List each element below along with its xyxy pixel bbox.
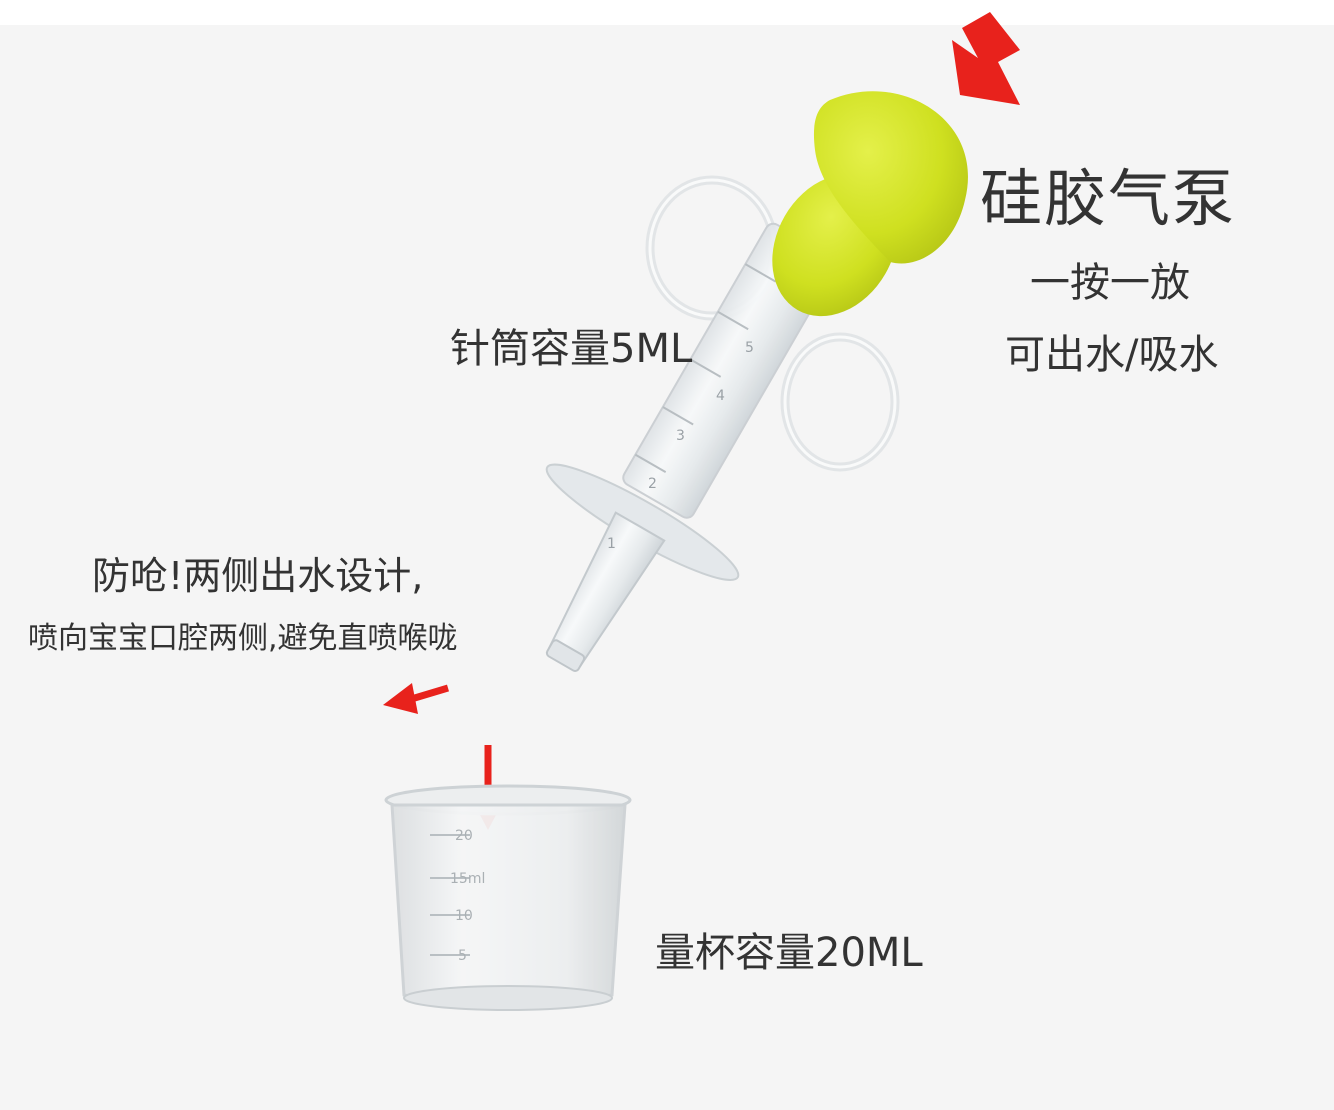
syringe-scale-5: 5 <box>745 340 754 356</box>
anti-choke-description: 喷向宝宝口腔两侧,避免直喷喉咙 <box>28 621 458 656</box>
side-spray-arrow-icon <box>383 683 450 714</box>
syringe-scale-4: 4 <box>716 388 725 404</box>
cup-scale-20: 20 <box>455 828 473 844</box>
pump-function-text: 可出水/吸水 <box>1005 332 1219 378</box>
syringe-capacity-label: 针筒容量5ML <box>450 326 693 372</box>
silicone-pump-bulb <box>772 91 968 317</box>
press-arrow-icon <box>952 12 1020 105</box>
syringe-scale-1: 1 <box>607 536 616 552</box>
pump-press-release-text: 一按一放 <box>1030 260 1190 306</box>
anti-choke-heading: 防呛!两侧出水设计, <box>92 554 424 598</box>
cup-scale-5: 5 <box>458 948 467 964</box>
cup-capacity-label: 量杯容量20ML <box>655 930 923 976</box>
pump-title: 硅胶气泵 <box>980 162 1237 235</box>
finger-ring-right <box>780 332 900 472</box>
syringe-scale-3: 3 <box>676 428 685 444</box>
cup-scale-10: 10 <box>455 908 473 924</box>
syringe-scale-2: 2 <box>648 476 657 492</box>
measuring-cup <box>384 784 632 1011</box>
cup-scale-15: 15ml <box>450 871 485 887</box>
